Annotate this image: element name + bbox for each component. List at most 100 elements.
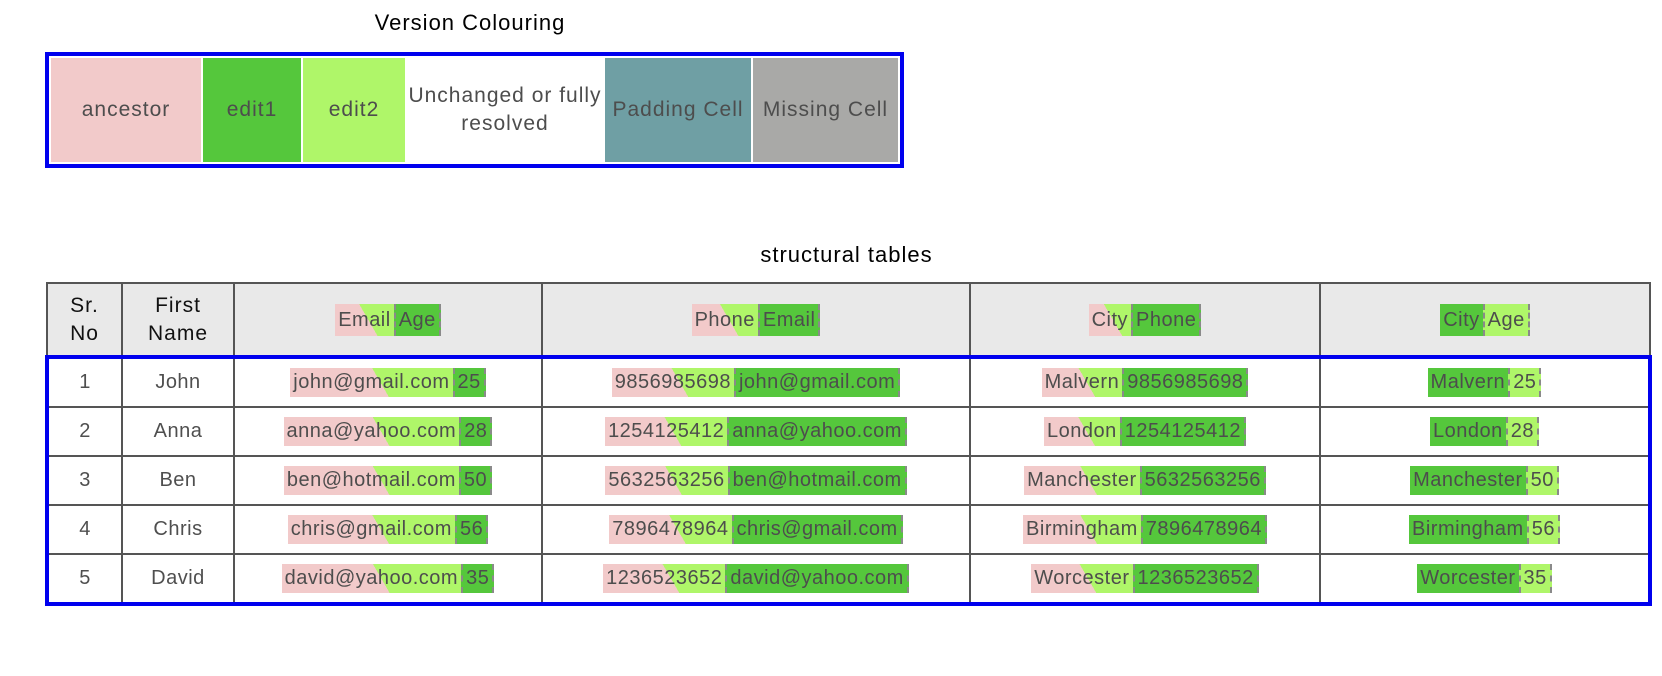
legend-cell-ancestor: ancestor xyxy=(51,58,201,162)
value-segment: 5632563256 xyxy=(1139,466,1266,495)
value-segment: City xyxy=(1088,303,1132,336)
legend-cell-unchanged: Unchanged or fully resolved xyxy=(407,58,603,162)
value-segment: Phone xyxy=(691,303,758,336)
value-segment: 25 xyxy=(1508,368,1542,397)
value-segment: 35 xyxy=(1518,564,1552,593)
value-segment: 25 xyxy=(452,368,486,397)
cell-first_name: Ben xyxy=(121,455,235,506)
value-segment: Worcester xyxy=(1031,564,1133,593)
value-segment: Worcester xyxy=(1417,564,1519,593)
value-segment: Manchester xyxy=(1410,466,1526,495)
header-line: First xyxy=(155,294,201,318)
value-segment: john@gmail.com xyxy=(733,368,901,397)
value-segment: anna@yahoo.com xyxy=(727,417,907,446)
value-segment: 7896478964 xyxy=(1140,515,1267,544)
value-segment: Manchester xyxy=(1024,466,1140,495)
value-segment: ben@hotmail.com xyxy=(283,466,459,495)
cell-sr: 4 xyxy=(46,504,123,555)
header-line: No xyxy=(70,321,99,345)
value-segment: Age xyxy=(393,303,441,336)
value-segment: anna@yahoo.com xyxy=(283,417,460,446)
value-segment: 50 xyxy=(1525,466,1559,495)
value-segment: david@yahoo.com xyxy=(725,564,909,593)
value-segment: Malvern xyxy=(1041,368,1123,397)
value-segment: London xyxy=(1430,417,1506,446)
value-segment: 28 xyxy=(459,417,493,446)
value-segment: david@yahoo.com xyxy=(281,564,462,593)
legend-cell-edit2: edit2 xyxy=(303,58,405,162)
value-segment: 28 xyxy=(1505,417,1539,446)
value-segment: 9856985698 xyxy=(611,368,734,397)
value-segment: john@gmail.com xyxy=(290,368,453,397)
column-header-sr: Sr. No xyxy=(46,282,123,358)
cell-first_name: John xyxy=(121,356,235,408)
cell-first_name: David xyxy=(121,553,235,605)
cell-first_name: Anna xyxy=(121,406,235,457)
cell-first_name: Chris xyxy=(121,504,235,555)
legend-cell-edit1: edit1 xyxy=(203,58,301,162)
value-segment: 7896478964 xyxy=(609,515,732,544)
value-segment: 56 xyxy=(454,515,489,544)
value-segment: Birmingham xyxy=(1409,515,1527,544)
cell-sr: 5 xyxy=(46,553,123,605)
header-line: Sr. xyxy=(70,294,99,318)
value-segment: 35 xyxy=(461,564,495,593)
value-segment: Age xyxy=(1482,303,1530,336)
value-segment: 50 xyxy=(458,466,493,495)
cell-sr: 2 xyxy=(46,406,123,457)
value-segment: Email xyxy=(335,303,394,336)
cell-sr: 3 xyxy=(46,455,123,506)
value-segment: Email xyxy=(757,303,821,336)
legend-title: Version Colouring xyxy=(374,10,566,35)
cell-sr: 1 xyxy=(46,356,123,408)
value-segment: chris@gmail.com xyxy=(287,515,455,544)
value-segment: 56 xyxy=(1526,515,1560,544)
value-segment: City xyxy=(1440,303,1483,336)
value-segment: London xyxy=(1044,417,1120,446)
value-segment: Phone xyxy=(1131,303,1202,336)
value-segment: Birmingham xyxy=(1023,515,1141,544)
value-segment: 1254125412 xyxy=(1119,417,1246,446)
legend-cell-missing: Missing Cell xyxy=(753,58,898,162)
value-segment: 5632563256 xyxy=(605,466,728,495)
value-segment: ben@hotmail.com xyxy=(727,466,907,495)
value-segment: 1254125412 xyxy=(605,417,728,446)
value-segment: 1236523652 xyxy=(1132,564,1259,593)
value-segment: 1236523652 xyxy=(603,564,726,593)
